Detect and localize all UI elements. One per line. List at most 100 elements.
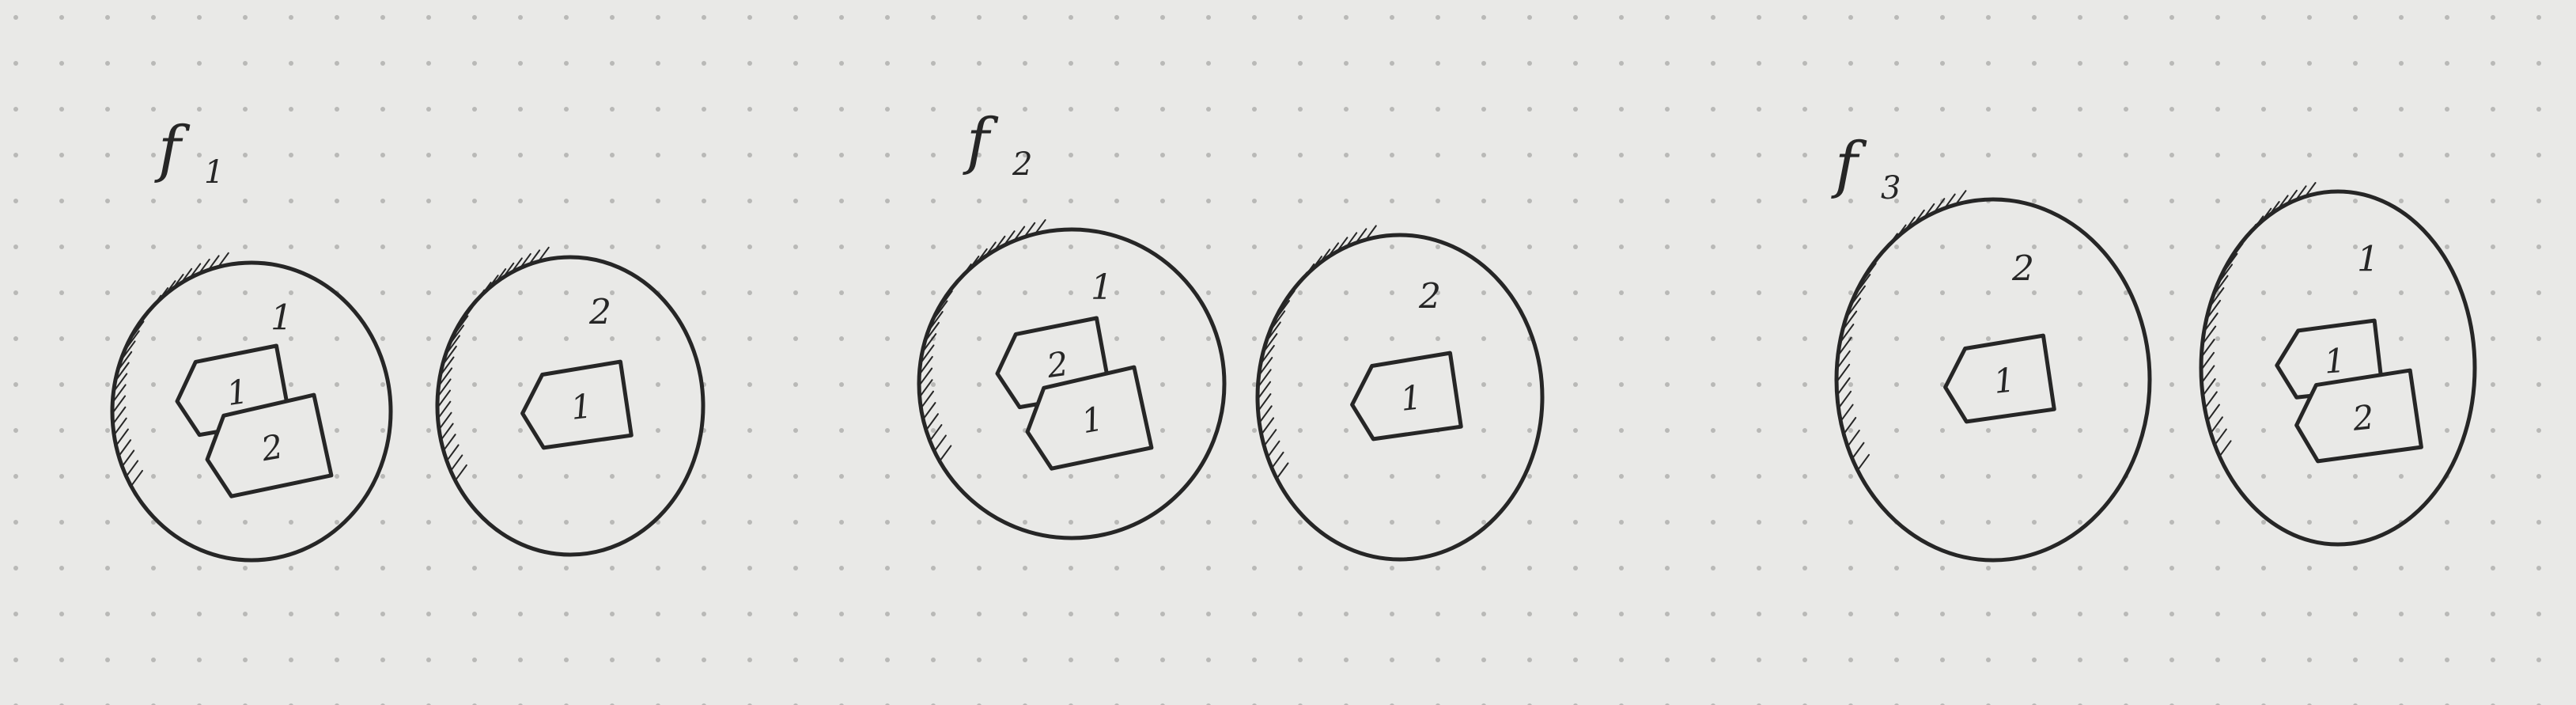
card-label: 1: [569, 386, 594, 427]
card: 2: [205, 392, 334, 498]
hatch-stroke: [920, 344, 935, 363]
hatch-stroke: [126, 460, 139, 477]
hatch-stroke: [1258, 393, 1272, 411]
hatch-stroke: [1847, 430, 1860, 447]
hatch-stroke: [934, 434, 947, 452]
disc: 112: [110, 252, 393, 563]
hatch-stroke: [115, 428, 129, 446]
hatch-stroke: [2207, 404, 2220, 422]
hatch-stroke: [1836, 363, 1851, 382]
hatch-stroke: [1264, 429, 1277, 446]
hatch-stroke: [919, 355, 933, 374]
hatch-stroke: [922, 402, 936, 419]
disc-label: 1: [270, 298, 293, 339]
hatch-stroke: [1837, 336, 1852, 356]
hatch-stroke: [2204, 391, 2218, 409]
hatch-stroke: [2203, 313, 2219, 332]
hatch-stroke: [1263, 333, 1278, 352]
hatch-stroke: [1259, 405, 1273, 423]
disc-outline: [917, 227, 1227, 540]
disc-outline: [2199, 189, 2477, 547]
hatch-stroke: [2202, 325, 2217, 344]
hatch-stroke: [1840, 324, 1855, 343]
hatch-stroke: [450, 454, 463, 472]
hatch-stroke: [1257, 381, 1272, 400]
disc-label: 2: [2011, 249, 2034, 290]
hatch-stroke: [118, 439, 132, 457]
hatch-stroke: [440, 356, 455, 376]
hatch-stroke: [113, 373, 128, 392]
disc-label: 1: [1091, 267, 1113, 308]
hatch-stroke: [2200, 351, 2215, 370]
hatch-stroke: [921, 390, 934, 408]
hatch-stroke: [438, 411, 452, 430]
card-label: 2: [2350, 397, 2376, 438]
hatch-stroke: [1836, 377, 1851, 396]
hatch-stroke: [2201, 365, 2215, 383]
hatch-stroke: [437, 378, 452, 397]
hatch-stroke: [1258, 369, 1272, 388]
card-outline: [205, 392, 334, 498]
hatch-stroke: [122, 449, 135, 467]
hatch-stroke: [113, 417, 127, 435]
card-label: 1: [2323, 341, 2347, 381]
card-outline: [2294, 368, 2423, 464]
hatch-stroke: [929, 424, 943, 442]
disc: 121: [917, 219, 1227, 540]
disc-outline: [1834, 197, 2152, 563]
hatch-stroke: [925, 413, 939, 430]
card-outline: [1350, 351, 1463, 442]
hatch-stroke: [443, 434, 456, 451]
hatch-stroke: [455, 464, 467, 481]
disc-label: 1: [2357, 239, 2379, 279]
card: 1: [1943, 333, 2056, 424]
card: 1: [520, 359, 634, 450]
hatch-stroke: [1852, 442, 1865, 459]
hatch-stroke: [115, 362, 130, 381]
hatch-stroke: [1261, 344, 1275, 364]
card-label: 2: [1044, 344, 1071, 385]
hatch-stroke: [437, 389, 452, 408]
hatch-stroke: [1276, 462, 1289, 479]
hatch-stroke: [441, 423, 454, 441]
card-outline: [1943, 333, 2056, 424]
card-outline: [520, 359, 634, 450]
hatch-stroke: [1271, 451, 1284, 468]
hatch-stroke: [112, 406, 127, 425]
hatch-stroke: [437, 400, 452, 419]
hatch-stroke: [2214, 428, 2227, 445]
disc-label: 2: [588, 293, 611, 333]
hatch-stroke: [919, 379, 933, 397]
disc-label: 2: [1418, 276, 1441, 316]
disc: 21: [1834, 190, 2152, 563]
disc-outline: [110, 260, 393, 563]
hatch-stroke: [922, 333, 937, 352]
hatch-stroke: [918, 367, 933, 386]
card-label: 1: [1992, 360, 2017, 401]
hatch-stroke: [112, 384, 127, 403]
hatch-stroke: [2210, 416, 2223, 434]
hatch-stroke: [131, 469, 143, 487]
disc-outline: [1255, 233, 1545, 562]
hatch-stroke: [2201, 339, 2215, 358]
figure-label-subscript: 3: [1881, 170, 1901, 207]
disc-outline: [435, 255, 705, 557]
disc: 21: [435, 246, 705, 557]
card: 1: [1025, 365, 1154, 471]
disc: 21: [1255, 225, 1545, 562]
card-outline: [1025, 365, 1154, 471]
card: 1: [1350, 351, 1463, 442]
hatch-stroke: [112, 395, 127, 414]
hatch-stroke: [1258, 357, 1273, 376]
hatch-stroke: [1267, 440, 1280, 457]
hatch-stroke: [1840, 404, 1854, 422]
disc: 112: [2199, 182, 2477, 547]
hatch-stroke: [1836, 350, 1851, 369]
hatch-stroke: [1857, 453, 1871, 471]
hatch-stroke: [1838, 390, 1852, 408]
